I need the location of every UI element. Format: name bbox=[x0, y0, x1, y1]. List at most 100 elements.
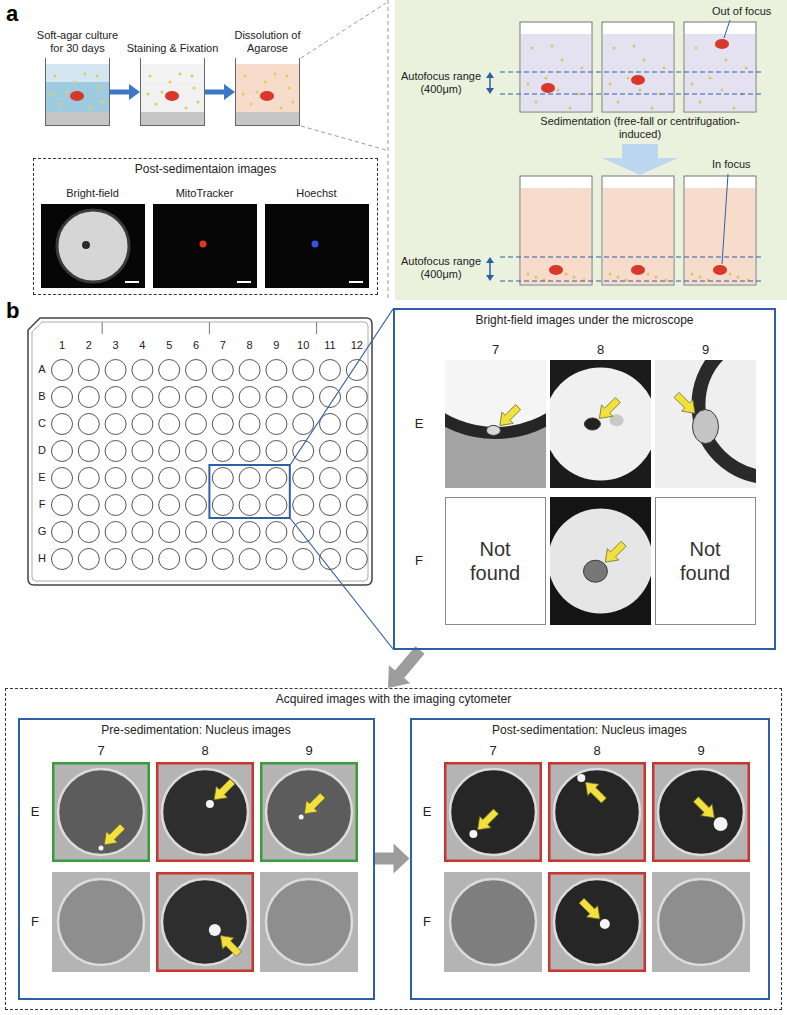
column-number: 8 bbox=[237, 339, 263, 352]
row-letter: F bbox=[419, 914, 435, 930]
panel-letter: a bbox=[6, 1, 26, 27]
row-letter: F bbox=[411, 553, 427, 569]
connector-line bbox=[397, 650, 420, 677]
single-cell bbox=[279, 106, 282, 109]
nucleus-image bbox=[260, 762, 358, 862]
column-number: 7 bbox=[91, 743, 111, 759]
focus-limit bbox=[500, 280, 764, 281]
agar-layer bbox=[45, 82, 110, 112]
image-ground bbox=[156, 762, 254, 862]
single-cell bbox=[249, 102, 252, 105]
result-frame bbox=[261, 763, 357, 861]
image-ground bbox=[156, 872, 254, 972]
plate-well bbox=[132, 387, 153, 408]
plate-well bbox=[346, 468, 367, 489]
image-frame: Hoechst bbox=[265, 204, 369, 288]
plate-well bbox=[78, 468, 99, 489]
focus-limit bbox=[500, 256, 764, 257]
single-cell bbox=[285, 74, 288, 77]
single-cell bbox=[535, 276, 538, 279]
well-plate bbox=[28, 318, 372, 585]
leader-line bbox=[724, 20, 730, 38]
plate-well bbox=[212, 360, 233, 381]
focus-range-label: Autofocus range (400μm) bbox=[397, 70, 485, 96]
colony bbox=[200, 241, 207, 248]
plate-well bbox=[293, 414, 314, 435]
sample-well bbox=[684, 22, 756, 112]
plate-well bbox=[159, 495, 180, 516]
single-cell bbox=[527, 83, 530, 86]
colony bbox=[82, 241, 90, 249]
result-frame bbox=[157, 873, 253, 971]
colony bbox=[165, 91, 179, 101]
image-ground bbox=[548, 762, 646, 862]
step-label: Dissolution of Agarose bbox=[220, 29, 316, 55]
plate-well bbox=[266, 522, 287, 543]
status-text: Not found bbox=[656, 537, 755, 585]
pointer-arrow bbox=[579, 898, 600, 919]
pointer-arrow bbox=[586, 782, 607, 803]
culture-well bbox=[45, 64, 110, 126]
column-number: 9 bbox=[263, 339, 289, 352]
plate-well bbox=[212, 468, 233, 489]
single-cell bbox=[178, 72, 181, 75]
colony bbox=[714, 817, 728, 831]
brightfield-image bbox=[445, 360, 546, 488]
plate-well bbox=[186, 387, 207, 408]
column-number: 5 bbox=[156, 339, 182, 352]
micrograph bbox=[41, 204, 145, 288]
single-cell bbox=[725, 59, 728, 62]
plate-well bbox=[239, 387, 260, 408]
panel-title: Bright-field images under the microscope bbox=[395, 310, 774, 327]
pointer-arrow bbox=[478, 809, 499, 830]
base-layer bbox=[235, 112, 300, 126]
connector bbox=[110, 84, 140, 100]
plate-well bbox=[105, 414, 126, 435]
plate-well bbox=[78, 360, 99, 381]
single-cell bbox=[573, 276, 576, 279]
plate-well bbox=[266, 495, 287, 516]
single-cell bbox=[190, 74, 193, 77]
well-edge bbox=[550, 508, 651, 613]
plate-well bbox=[186, 522, 207, 543]
colony bbox=[715, 39, 729, 49]
plate-well bbox=[52, 468, 73, 489]
selection-frame bbox=[209, 465, 289, 518]
well-image bbox=[58, 879, 144, 965]
plate-well bbox=[78, 387, 99, 408]
single-cell bbox=[729, 273, 732, 276]
plate-well bbox=[212, 549, 233, 570]
row-letter: D bbox=[35, 444, 49, 457]
status-text: Not found bbox=[446, 537, 545, 585]
connector-line bbox=[205, 90, 226, 95]
nucleus-image bbox=[52, 762, 150, 862]
colony bbox=[584, 418, 600, 430]
single-cell bbox=[53, 74, 56, 77]
nucleus-image bbox=[444, 872, 542, 972]
single-cell bbox=[184, 106, 187, 109]
plate-well bbox=[159, 522, 180, 543]
colony bbox=[70, 91, 84, 101]
plate-well bbox=[320, 360, 341, 381]
arrow-head bbox=[224, 84, 235, 100]
column-number: 1 bbox=[49, 339, 75, 352]
single-cell bbox=[154, 102, 157, 105]
single-cell bbox=[196, 100, 199, 103]
image-ground bbox=[444, 872, 542, 972]
focus-note: Out of focus bbox=[712, 5, 784, 18]
plate-well bbox=[105, 495, 126, 516]
plate-well bbox=[52, 522, 73, 543]
plate-well bbox=[159, 414, 180, 435]
column-number: 8 bbox=[591, 342, 611, 358]
row-letter: F bbox=[27, 914, 43, 930]
single-cell bbox=[73, 80, 76, 83]
single-cell bbox=[699, 101, 702, 104]
plate-well bbox=[293, 549, 314, 570]
single-cell bbox=[527, 273, 530, 276]
image-label: MitoTracker bbox=[153, 187, 257, 200]
scale-bar bbox=[237, 281, 251, 283]
single-cell bbox=[613, 47, 616, 50]
separator bbox=[388, 0, 389, 300]
single-cell bbox=[581, 67, 584, 70]
